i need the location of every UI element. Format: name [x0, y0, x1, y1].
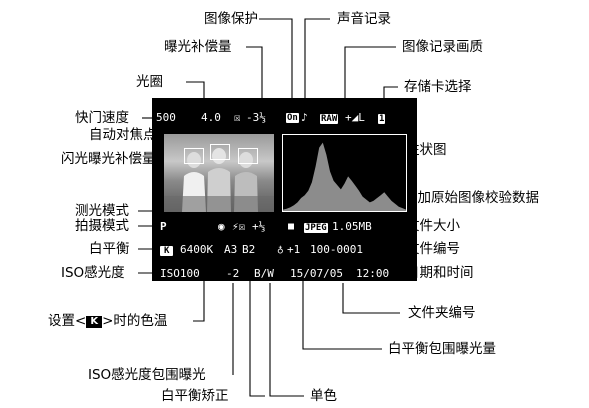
- label-iso-bracket: ISO感光度包围曝光: [88, 367, 206, 383]
- screen-time: 12:00: [356, 267, 390, 280]
- af-point-frame: [238, 148, 258, 164]
- label-wb-correction: 白平衡矫正: [161, 388, 229, 404]
- metering-icon: ◉: [218, 220, 225, 233]
- label-white-balance: 白平衡: [89, 241, 130, 257]
- screen-shutter: 500: [156, 111, 176, 124]
- label-exposure-comp: 曝光补偿量: [164, 39, 232, 55]
- k-badge-icon: K: [86, 316, 103, 328]
- leader-wb-bracket: [302, 257, 382, 350]
- screen-iso: ISO100: [160, 267, 200, 280]
- sound-icon: ♪: [301, 111, 308, 124]
- screen-wb-bracket-a: A3: [224, 243, 238, 256]
- label-sound-record: 声音记录: [337, 11, 391, 27]
- label-image-quality: 图像记录画质: [402, 39, 483, 55]
- label-card-select: 存储卡选择: [404, 79, 472, 95]
- k-badge: K: [160, 244, 174, 256]
- label-metering-mode: 测光模式: [75, 203, 129, 219]
- screen-color-temp: 6400K: [180, 243, 214, 256]
- leader-mono: [269, 283, 304, 397]
- photo-thumbnail: [164, 134, 274, 212]
- leader-image-protect: [259, 18, 293, 113]
- label-shutter-speed: 快门速度: [75, 110, 129, 126]
- screen-date: 15/07/05: [290, 267, 343, 280]
- screen-file-number: 100-0001: [310, 243, 363, 256]
- screen-quality-extra: +◢L: [345, 111, 365, 124]
- screen-bw: B/W: [254, 267, 274, 280]
- leader-exp-comp: [246, 46, 263, 113]
- leader-quality: [344, 46, 396, 113]
- leader-folder: [342, 283, 400, 314]
- card-icon: 1: [378, 114, 386, 124]
- screen-iso-bracket: -2: [226, 267, 240, 280]
- screen-aperture: 4.0: [201, 111, 221, 124]
- label-color-temp-suffix: >时的色温: [102, 313, 168, 329]
- leader-sound: [304, 18, 330, 113]
- label-verification-data: 添加原始图像校验数据: [404, 190, 539, 206]
- screen-mode: P: [160, 220, 167, 233]
- label-shooting-mode: 拍摄模式: [75, 218, 129, 234]
- label-file-number: 文件编号: [406, 241, 460, 257]
- label-color-temp-prefix: 设置<: [48, 313, 87, 329]
- screen-flash-comp: +⅓: [252, 220, 266, 233]
- label-image-protect: 图像保护: [204, 11, 258, 27]
- screen-exp-comp: -3⅓: [246, 111, 266, 124]
- screen-file-size: 1.05MB: [332, 220, 372, 233]
- exposure-comp-icon: ☒: [234, 111, 241, 124]
- screen-wb-bracket-b: B2: [242, 243, 256, 256]
- flash-comp-icon: ⚡☒: [232, 220, 246, 233]
- leader-wb-correction: [249, 258, 265, 397]
- label-date-time: 日期和时间: [406, 265, 474, 281]
- label-color-temp: 设置<K>时的色温: [48, 313, 167, 329]
- label-file-size: 文件大小: [406, 218, 460, 234]
- quality-raw-badge: RAW: [320, 114, 339, 124]
- photo-people-icon: [164, 148, 274, 212]
- lock-icon: ■: [288, 221, 295, 232]
- histogram-graph: [283, 142, 406, 211]
- histogram-area: [283, 142, 406, 211]
- label-wb-bracket: 白平衡包围曝光量: [388, 341, 496, 357]
- jpeg-badge: JPEG: [304, 223, 328, 233]
- label-monochrome: 单色: [310, 388, 337, 404]
- protect-icon: On: [286, 113, 299, 123]
- label-aperture: 光圈: [136, 74, 163, 90]
- label-folder-number: 文件夹编号: [408, 305, 476, 321]
- camera-lcd-screen: 500 4.0 ☒ -3⅓ On ♪ RAW +◢L 1: [152, 98, 417, 281]
- af-point-frame: [184, 148, 204, 164]
- histogram-panel: [282, 134, 407, 212]
- wb-correction-icon: ♁: [277, 243, 284, 256]
- label-iso: ISO感光度: [61, 265, 125, 281]
- label-af-point: 自动对焦点: [89, 127, 157, 143]
- screen-wb-correction: +1: [287, 243, 301, 256]
- af-point-frame: [210, 144, 230, 160]
- label-flash-comp: 闪光曝光补偿量: [61, 151, 156, 167]
